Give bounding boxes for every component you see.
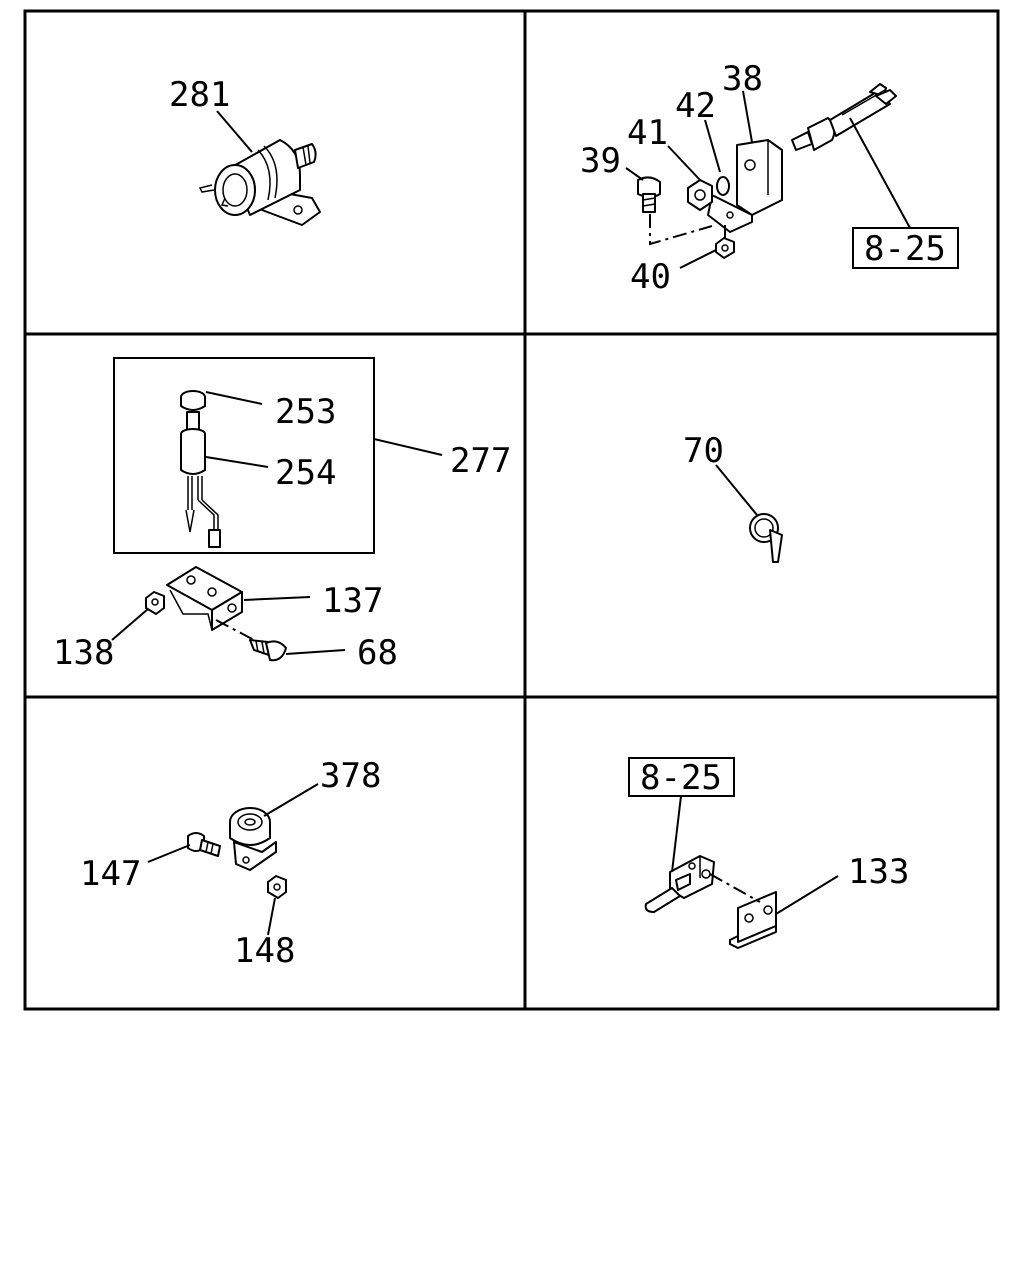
part-38-bracket bbox=[707, 139, 783, 233]
callout-70: 70 bbox=[683, 431, 724, 471]
callout-254: 254 bbox=[275, 453, 336, 493]
ref-box-8-25-top bbox=[852, 227, 959, 269]
panel-1: 281 bbox=[169, 75, 321, 226]
callout-148: 148 bbox=[234, 931, 295, 971]
callout-147: 147 bbox=[80, 854, 141, 894]
callout-277: 277 bbox=[450, 441, 511, 481]
part-147-bolt bbox=[187, 832, 221, 857]
ref-box-8-25-bottom bbox=[628, 757, 735, 797]
callout-281: 281 bbox=[169, 75, 230, 115]
part-41-nut bbox=[687, 179, 713, 211]
panel-grid bbox=[23, 9, 1000, 1011]
callout-133: 133 bbox=[848, 852, 909, 892]
switch-drawing bbox=[644, 855, 715, 913]
part-281-drawing bbox=[198, 139, 321, 226]
part-133-bracket bbox=[729, 891, 777, 949]
callout-378: 378 bbox=[320, 756, 381, 796]
part-70-clip bbox=[749, 513, 783, 563]
panel-2: 38 42 41 39 40 8-25 bbox=[580, 59, 959, 297]
callout-39: 39 bbox=[580, 141, 621, 181]
part-40-nut bbox=[715, 237, 735, 259]
part-42-washer bbox=[716, 176, 730, 196]
callout-38: 38 bbox=[722, 59, 763, 99]
hose-fitting-drawing bbox=[791, 83, 897, 151]
panel-5: 378 147 148 bbox=[80, 756, 381, 971]
panel-6: 8-25 133 bbox=[628, 757, 909, 949]
callout-42: 42 bbox=[675, 86, 716, 126]
part-137-bracket bbox=[166, 566, 243, 631]
part-253-cap bbox=[180, 390, 206, 411]
callout-41: 41 bbox=[627, 113, 668, 153]
callout-138: 138 bbox=[53, 633, 114, 673]
callout-68: 68 bbox=[357, 633, 398, 673]
callout-253: 253 bbox=[275, 392, 336, 432]
part-148-nut bbox=[267, 875, 287, 899]
callout-137: 137 bbox=[322, 581, 383, 621]
part-254-sensor bbox=[180, 411, 221, 548]
panel-4: 70 bbox=[683, 431, 783, 563]
ref-8-25-top: 8-25 bbox=[864, 229, 946, 269]
callout-40: 40 bbox=[630, 257, 671, 297]
part-68-bolt bbox=[249, 639, 287, 662]
leader-281 bbox=[216, 110, 253, 153]
ref-8-25-bottom: 8-25 bbox=[640, 758, 722, 798]
kit-277-box bbox=[113, 357, 375, 554]
part-39-bolt bbox=[637, 176, 661, 213]
part-138-nut bbox=[145, 591, 165, 615]
part-378-buzzer bbox=[229, 807, 277, 871]
panel-3: 253 254 277 137 138 68 bbox=[53, 357, 511, 673]
